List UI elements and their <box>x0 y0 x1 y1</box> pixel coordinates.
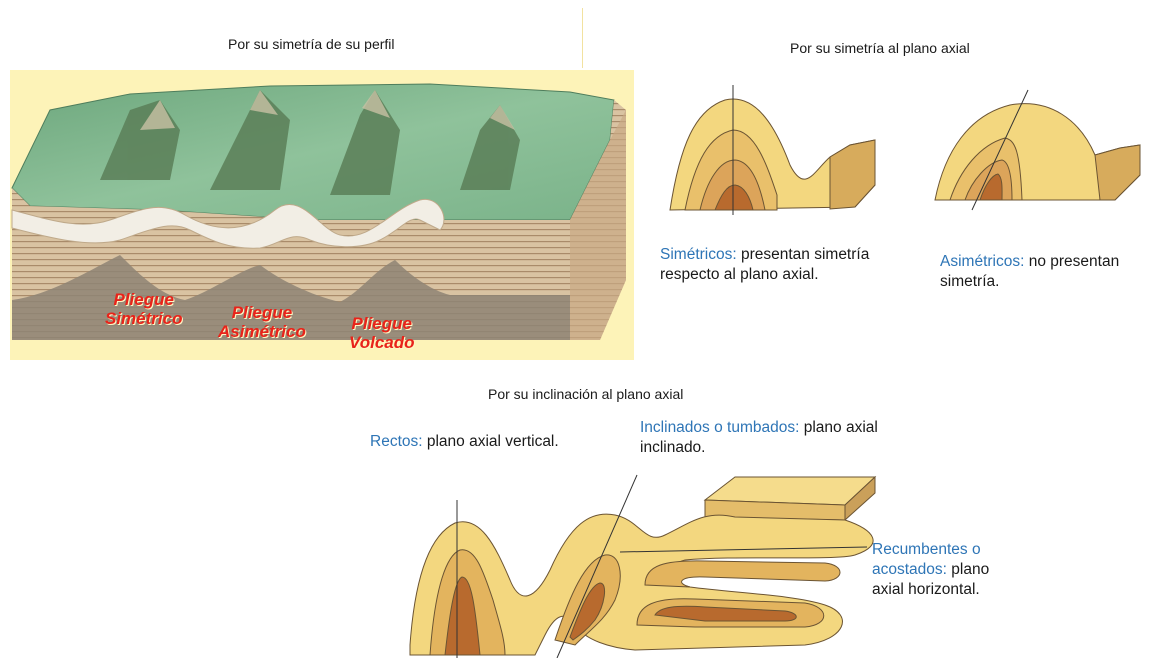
symmetric-term: Simétricos: <box>660 246 737 263</box>
symmetric-caption: Simétricos: presentan simetría respecto … <box>660 245 900 285</box>
inclined-term: Inclinados o tumbados: <box>640 419 799 436</box>
symmetric-fold-diagram <box>665 85 880 220</box>
label-asymmetric-fold: Pliegue Asimétrico <box>218 303 306 341</box>
label-overturned-fold: Pliegue Volcado <box>349 314 415 352</box>
asymmetric-fold-diagram <box>930 90 1145 215</box>
inclination-fold-diagram <box>405 465 945 658</box>
fold-relief-block <box>10 70 634 360</box>
upright-description: plano axial vertical. <box>423 433 559 450</box>
axial-symmetry-heading: Por su simetría al plano axial <box>790 40 970 56</box>
asymmetric-term: Asimétricos: <box>940 253 1024 270</box>
profile-heading: Por su simetría de su perfil <box>228 36 395 52</box>
divider-line <box>582 8 583 68</box>
upright-term: Rectos: <box>370 433 423 450</box>
inclined-caption: Inclinados o tumbados: plano axial incli… <box>640 418 900 458</box>
recumbent-caption: Recumbentes o acostados: plano axial hor… <box>872 540 1022 600</box>
upright-caption: Rectos: plano axial vertical. <box>370 432 570 452</box>
label-symmetric-fold: Pliegue Simétrico <box>105 290 182 328</box>
inclination-heading: Por su inclinación al plano axial <box>488 386 683 402</box>
asymmetric-caption: Asimétricos: no presentan simetría. <box>940 252 1165 292</box>
